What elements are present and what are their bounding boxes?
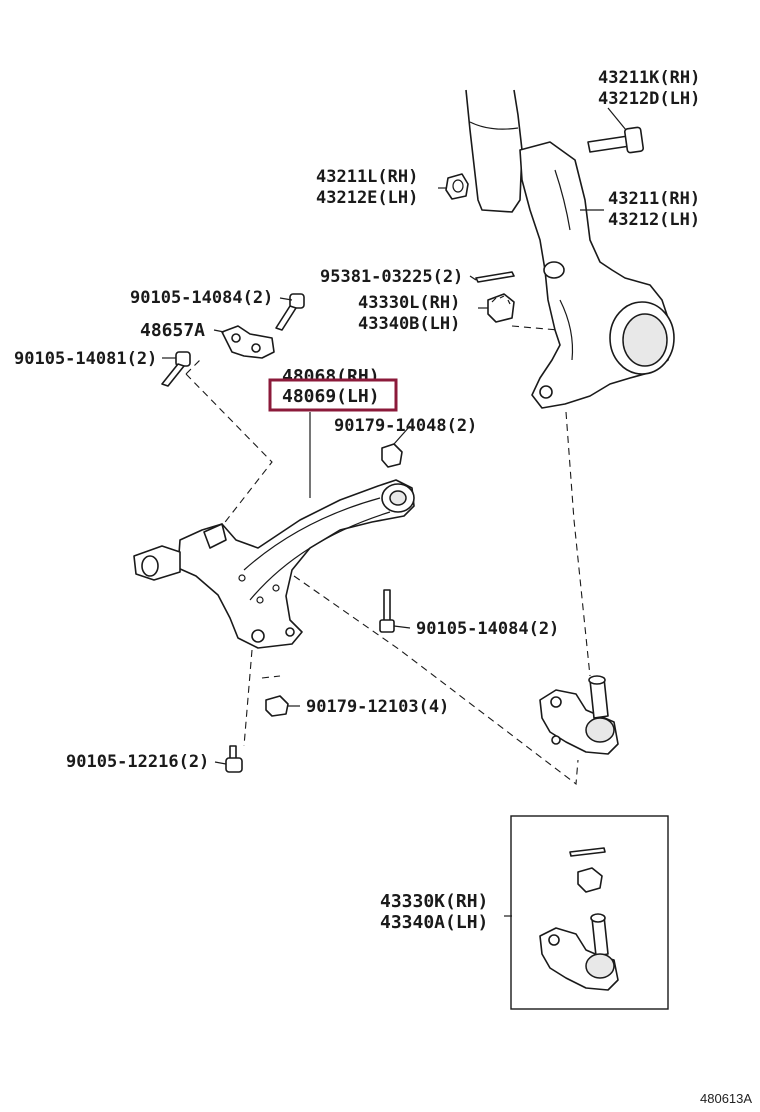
label-bracket-bolt-lower: 90105-14081(2) <box>14 349 157 369</box>
label-knuckle-nut-rh: 43211L(RH) <box>316 167 418 187</box>
leader-nut-knuckle <box>511 325 559 331</box>
label-ball-joint-nut-lh: 43340B(LH) <box>358 314 460 334</box>
ball-joint-assy-inset-box <box>510 815 669 1010</box>
label-ball-joint-assy-lh: 43340A(LH) <box>380 912 488 933</box>
arm-nut-upper-drawing <box>381 443 403 468</box>
knuckle-nut-drawing <box>445 173 469 200</box>
ball-joint-drawing <box>539 675 619 755</box>
cotter-pin-drawing <box>475 271 515 283</box>
bracket-bolt-lower-drawing <box>161 351 191 387</box>
label-knuckle-bolt-lh: 43212D(LH) <box>598 89 700 109</box>
label-bracket: 48657A <box>140 320 205 341</box>
label-knuckle-rh: 43211(RH) <box>608 189 700 209</box>
bracket-bolt-upper-drawing <box>275 293 305 331</box>
label-knuckle-bolt-rh: 43211K(RH) <box>598 68 700 88</box>
knuckle-bolt-drawing <box>587 126 645 154</box>
arm-bolt-front-drawing <box>225 745 243 773</box>
bracket-drawing <box>221 325 275 359</box>
highlight-box-fill <box>270 380 396 410</box>
label-arm-nut-upper: 90179-14048(2) <box>334 416 477 436</box>
arm-bolt-rear-drawing <box>379 589 395 633</box>
steering-knuckle-drawing <box>465 89 675 409</box>
dashed-leaders <box>185 359 591 786</box>
label-knuckle-nut-lh: 43212E(LH) <box>316 188 418 208</box>
highlight-box <box>268 378 398 412</box>
arm-nut-lower-drawing <box>265 695 289 717</box>
label-bracket-bolt-upper: 90105-14084(2) <box>130 288 273 308</box>
label-arm-bolt-front: 90105-12216(2) <box>66 752 209 772</box>
label-arm-nut-lower: 90179-12103(4) <box>306 697 449 717</box>
figure-id: 480613A <box>700 1091 752 1106</box>
label-ball-joint-assy-rh: 43330K(RH) <box>380 891 488 912</box>
label-ball-joint-nut-rh: 43330L(RH) <box>358 293 460 313</box>
lower-arm-drawing <box>133 479 415 649</box>
castle-nut-drawing <box>487 293 515 323</box>
inset-ball-joint-drawing <box>539 847 619 991</box>
label-lower-arm-lh: 48069(LH) <box>282 386 380 407</box>
label-arm-bolt-rear: 90105-14084(2) <box>416 619 559 639</box>
label-cotter-pin: 95381-03225(2) <box>320 267 463 287</box>
label-knuckle-lh: 43212(LH) <box>608 210 700 230</box>
